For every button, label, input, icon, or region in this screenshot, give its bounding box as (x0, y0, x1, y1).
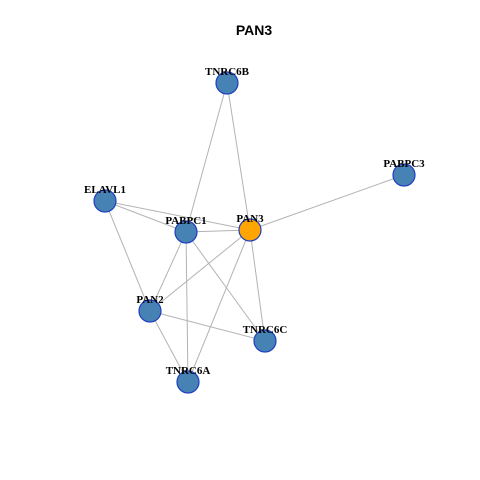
node-circle (253, 329, 277, 353)
edge-pabpc1-tnrc6a (185, 231, 189, 383)
node-pan2: PAN2 (136, 294, 164, 323)
node-label: PAN2 (136, 294, 164, 306)
edge-pabpc1-tnrc6c (185, 231, 266, 342)
node-label: PABPC3 (383, 158, 425, 170)
edge-elavl1-pan3 (104, 200, 251, 231)
node-circle (93, 189, 117, 213)
node-circle (215, 71, 239, 95)
node-elavl1: ELAVL1 (84, 184, 126, 213)
node-circle (176, 370, 200, 394)
node-circle (238, 218, 262, 242)
edge-pan2-tnrc6c (149, 310, 266, 342)
node-label: PAN3 (236, 213, 264, 225)
node-label: TNRC6B (205, 66, 250, 78)
node-label: PABPC1 (165, 215, 206, 227)
node-circle (392, 163, 416, 187)
edge-pan3-tnrc6c (249, 229, 266, 342)
edge-tnrc6b-pabpc1 (185, 82, 228, 233)
edge-elavl1-pan2 (104, 200, 151, 312)
node-pan3: PAN3 (236, 213, 264, 242)
edge-pabpc3-pan3 (249, 174, 405, 231)
node-circle (138, 299, 162, 323)
edge-layer (104, 82, 405, 383)
node-circle (174, 220, 198, 244)
edge-pabpc1-pan2 (149, 231, 187, 312)
edge-tnrc6b-pan3 (226, 82, 251, 231)
node-label: TNRC6A (166, 365, 211, 377)
node-label: ELAVL1 (84, 184, 126, 196)
diagram-title: PAN3 (236, 22, 273, 38)
node-label: TNRC6C (243, 324, 288, 336)
edge-pan3-pan2 (149, 229, 251, 312)
node-tnrc6c: TNRC6C (243, 324, 288, 353)
edge-pan2-tnrc6a (149, 310, 189, 383)
node-pabpc3: PABPC3 (383, 158, 425, 187)
node-tnrc6a: TNRC6A (166, 365, 211, 394)
node-pabpc1: PABPC1 (165, 215, 207, 244)
edge-pan3-tnrc6a (187, 229, 251, 383)
node-tnrc6b: TNRC6B (205, 66, 250, 95)
edge-elavl1-pabpc1 (104, 200, 187, 233)
